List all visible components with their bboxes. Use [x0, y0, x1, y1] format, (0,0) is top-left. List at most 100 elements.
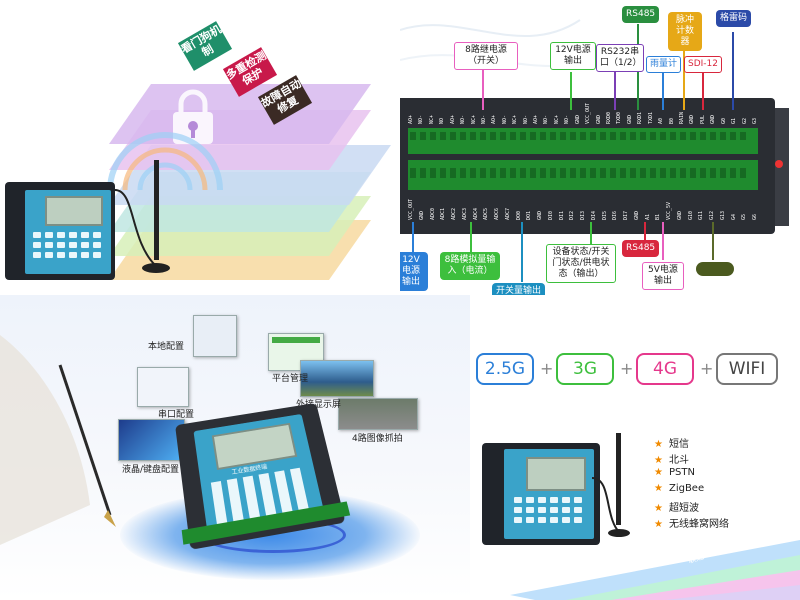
terminal-device — [5, 182, 115, 280]
pin-label: NO- — [522, 114, 529, 124]
pin-label: DI3 — [580, 210, 586, 220]
pin-label: DI2 — [569, 210, 576, 220]
security-illustration: 看门狗机制 多重检测保护 故障自动修复 — [0, 0, 400, 295]
feature-label: 北斗 — [668, 455, 689, 466]
feature-item: ★ 北斗 — [654, 451, 689, 466]
star-icon: ★ — [654, 503, 663, 514]
pin-label: RXD0 — [606, 111, 613, 124]
caption-lcd-keyboard: 液晶/键盘配置 — [122, 465, 180, 475]
connectivity-illustration: 2.5G + 3G + 4G + WIFI 联通 移动 电信 北斗 ★短信★北斗… — [470, 295, 800, 600]
signal-stripes — [510, 540, 800, 600]
pin-label: G12 — [709, 210, 715, 220]
leader-rs232 — [614, 72, 616, 110]
plus-sign: + — [700, 359, 714, 378]
star-icon: ★ — [654, 455, 663, 466]
feature-label: PSTN — [668, 467, 695, 478]
pin-label: ADC5 — [483, 207, 490, 220]
leader-relay — [482, 70, 484, 110]
label-sdi12: SDI-12 — [684, 56, 722, 73]
pin-label: GND — [676, 210, 683, 220]
pin-label: NC+ — [512, 114, 519, 124]
leader-rain — [662, 72, 664, 110]
pin-label: ADC0 — [429, 207, 436, 220]
label-rs485-bottom: RS485 — [622, 240, 660, 257]
feature-item: ★ PSTN — [654, 467, 695, 478]
label-12v-out-top: 12V电源输出 — [550, 42, 596, 70]
pin-label: VCC_OUT — [408, 198, 414, 220]
label-switch-output: 开关量输出 — [492, 283, 546, 295]
leader-12v-bottom — [412, 222, 414, 252]
pin-label: NO — [439, 117, 446, 124]
star-icon: ★ — [654, 519, 663, 530]
leader-sdi12 — [702, 72, 704, 110]
pin-label: B0 — [668, 117, 675, 124]
pin-label: AO+ — [449, 114, 456, 124]
pin-label: G6 — [752, 213, 758, 220]
pin-label: GND — [418, 210, 425, 220]
indicator-led — [775, 160, 783, 168]
configuration-illustration: 本地配置 平台管理 串口配置 外接显示屏 液晶/键盘配置 4路图像抓拍 工业数据… — [0, 295, 470, 600]
label-12v-out-bottom: 12V电源输出 — [400, 252, 428, 291]
pin-label: A1 — [644, 213, 651, 220]
pin-label: B1 — [655, 213, 662, 220]
feature-item: ★超短波 — [654, 499, 699, 514]
label-blank-pill — [696, 262, 734, 276]
pin-label: A0 — [658, 117, 665, 124]
pin-label: G2 — [741, 117, 748, 124]
pin-label: NO- — [543, 114, 550, 124]
pin-label: ADC7 — [504, 207, 511, 220]
thumb-local-config — [193, 315, 237, 357]
label-relay-power: 8路继电源（开关） — [454, 42, 518, 70]
star-icon: ★ — [654, 439, 663, 450]
label-rs232: RS232串口（1/2） — [596, 44, 644, 72]
pin-label: DI6 — [612, 210, 619, 220]
feature-label: 无线蜂窝网络 — [668, 519, 729, 530]
pin-label: ADC2 — [451, 207, 457, 220]
feature-item: ★ZigBee — [654, 483, 704, 494]
caption-local-config: 本地配置 — [148, 342, 185, 352]
pin-label: NC+ — [428, 114, 435, 124]
pin-label: ADC4 — [472, 207, 479, 220]
leader-grey — [732, 32, 734, 110]
pin-label: G3 — [751, 117, 758, 124]
feature-label: ZigBee — [668, 483, 705, 494]
pin-label: NO- — [418, 114, 425, 124]
label-pulse-counter: 脉冲计数器 — [668, 12, 702, 51]
leader-status — [590, 222, 592, 244]
pin-label: RAIN — [678, 111, 685, 124]
pin-label: ADC6 — [494, 207, 500, 220]
caption-platform: 平台管理 — [272, 374, 309, 384]
star-icon: ★ — [654, 467, 663, 478]
pin-label: GND — [537, 210, 543, 220]
label-rs485-top: RS485 — [622, 6, 660, 23]
pin-label: GND — [710, 114, 717, 124]
terminal-screws — [410, 132, 746, 178]
pin-label: GND — [689, 114, 696, 124]
label-rain-gauge: 雨量计 — [646, 56, 682, 73]
pin-label: G10 — [687, 210, 694, 220]
pin-label: DI4 — [590, 210, 597, 220]
pin-label: NO- — [460, 114, 467, 124]
network-wifi: WIFI — [716, 353, 778, 385]
thumb-external-display — [300, 360, 374, 397]
antenna-icon — [591, 433, 630, 537]
thumb-serial — [137, 367, 189, 407]
pin-label: NO- — [501, 114, 508, 124]
label-5v-out: 5V电源输出 — [642, 262, 684, 290]
leader-switch — [521, 222, 523, 282]
pin-label: VCC_5V — [666, 201, 672, 220]
pin-label: GND — [595, 114, 602, 124]
pin-label: AO+ — [408, 114, 414, 124]
caption-serial: 串口配置 — [158, 410, 195, 420]
pin-label: G1 — [731, 117, 738, 124]
plus-sign: + — [540, 359, 554, 378]
pin-label: GND — [626, 114, 633, 124]
leader-analog — [470, 222, 472, 254]
pin-label: DO0 — [515, 210, 522, 220]
pin-label: TXD1 — [647, 111, 654, 124]
label-grey-code: 格雷码 — [716, 10, 752, 27]
thumb-lcd-keyboard — [118, 419, 185, 461]
feature-item: ★ 无线蜂窝网络 — [654, 515, 729, 530]
antenna-icon — [114, 160, 170, 273]
